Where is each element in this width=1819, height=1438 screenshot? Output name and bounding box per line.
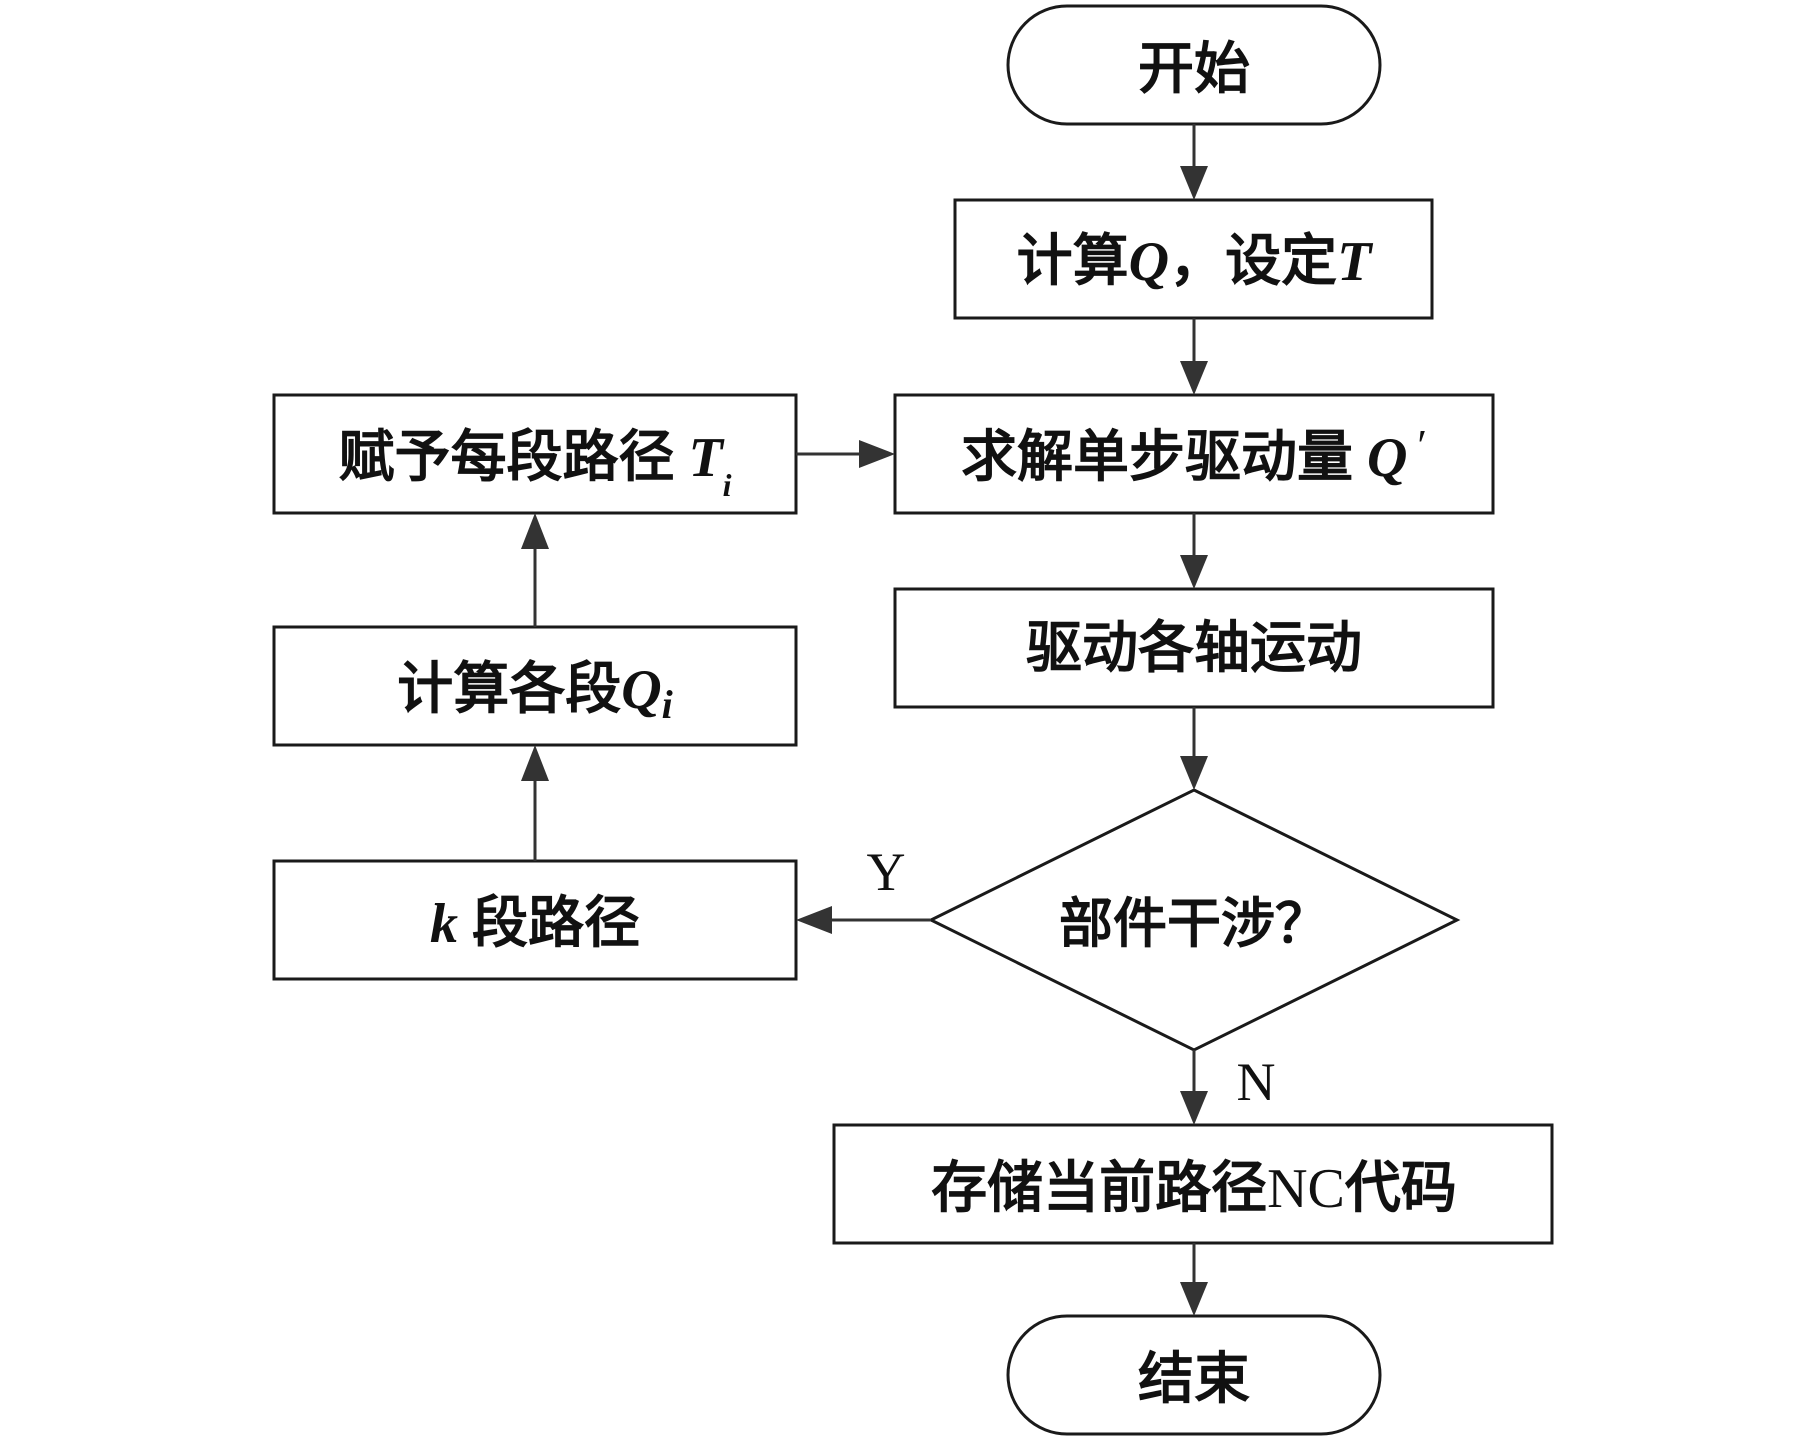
start-node: 开始 <box>1006 4 1382 126</box>
connector-calc-qi-to-assign <box>521 513 549 627</box>
solve-prime: ′ <box>1417 421 1427 470</box>
store-pre: 存储当前路径 <box>931 1156 1267 1221</box>
decision-node: 部件干涉？ <box>927 788 1461 1052</box>
connector-decision-to-k-path <box>796 906 931 934</box>
store-nc: NC <box>1267 1158 1345 1220</box>
connector-assign-to-solve <box>796 440 895 468</box>
drive-label: 驱动各轴运动 <box>1026 616 1362 681</box>
calc-qi-symbol: Q <box>621 659 661 721</box>
calc-qi-label: 计算各段Qi <box>397 657 673 727</box>
assign-subscript: i <box>723 467 732 503</box>
drive-node: 驱动各轴运动 <box>893 587 1495 709</box>
connector-solve-to-drive <box>1180 513 1208 589</box>
end-label: 结束 <box>1138 1347 1250 1412</box>
k-path-post: 段路径 <box>472 891 640 956</box>
store-label: 存储当前路径NC代码 <box>931 1156 1457 1221</box>
solve-q-symbol: Q <box>1367 427 1407 489</box>
decision-label: 部件干涉？ <box>1059 892 1329 955</box>
connector-calc-to-solve <box>1180 318 1208 395</box>
store-node: 存储当前路径NC代码 <box>832 1123 1554 1245</box>
assign-t-symbol: T <box>688 427 725 489</box>
connector-store-to-end <box>1180 1243 1208 1316</box>
yes-label: Y <box>867 842 906 902</box>
calc-q-pre: 计算 <box>1017 229 1129 294</box>
calc-qi-subscript: i <box>662 682 673 727</box>
calc-q-node: 计算Q，设定T <box>953 198 1434 320</box>
solve-pre: 求解单步驱动量 <box>961 425 1353 490</box>
connector-k-path-to-calc-qi <box>521 745 549 861</box>
no-label: N <box>1237 1052 1276 1112</box>
calc-qi-pre: 计算各段 <box>397 657 621 722</box>
connector-start-to-calc <box>1180 124 1208 200</box>
store-post: 代码 <box>1344 1156 1457 1221</box>
start-label: 开始 <box>1138 37 1250 102</box>
k-symbol: k <box>430 893 458 955</box>
calc-qi-node: 计算各段Qi <box>272 625 798 747</box>
assign-pre: 赋予每段路径 <box>338 425 674 490</box>
calc-q-t-symbol: T <box>1337 231 1374 293</box>
calc-q-mid: ，设定 <box>1169 229 1337 294</box>
connector-decision-to-store <box>1180 1050 1208 1125</box>
end-node: 结束 <box>1006 1314 1382 1436</box>
calc-q-symbol: Q <box>1129 231 1169 293</box>
calc-q-label: 计算Q，设定T <box>1017 229 1374 294</box>
connector-drive-to-decision <box>1180 707 1208 790</box>
